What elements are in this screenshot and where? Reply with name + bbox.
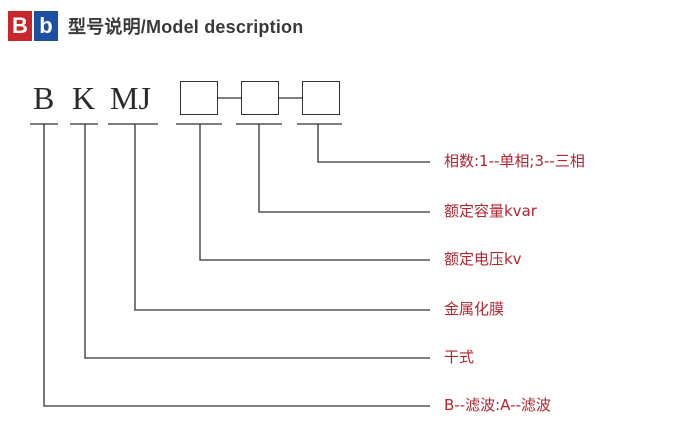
legend-phase: 相数:1--单相;3--三相 <box>444 152 585 170</box>
page-title: 型号说明/Model description <box>68 17 304 37</box>
header: B b 型号说明/Model description <box>8 10 303 42</box>
code-box-capacity <box>241 81 279 115</box>
leader-dry <box>84 124 430 359</box>
legend-capacity: 额定容量kvar <box>444 202 537 220</box>
leader-capacity <box>258 124 430 213</box>
logo-letter-red: B <box>8 11 32 41</box>
brand-logo: B b <box>8 11 58 41</box>
leader-filter <box>43 124 430 407</box>
code-box-phase <box>302 81 340 115</box>
legend-voltage: 额定电压kv <box>444 250 522 268</box>
leader-film <box>134 124 430 311</box>
code-letter-b: B <box>33 80 55 116</box>
legend-film: 金属化膜 <box>444 300 505 318</box>
code-letter-k: K <box>72 80 96 116</box>
code-box-voltage <box>180 81 218 115</box>
code-letters-mj: MJ <box>110 80 151 116</box>
leader-voltage <box>199 124 430 261</box>
leader-phase <box>317 124 430 163</box>
legend-filter: B--滤波:A--滤波 <box>444 396 551 414</box>
logo-letter-blue: b <box>34 11 58 41</box>
legend-dry: 干式 <box>444 348 475 366</box>
